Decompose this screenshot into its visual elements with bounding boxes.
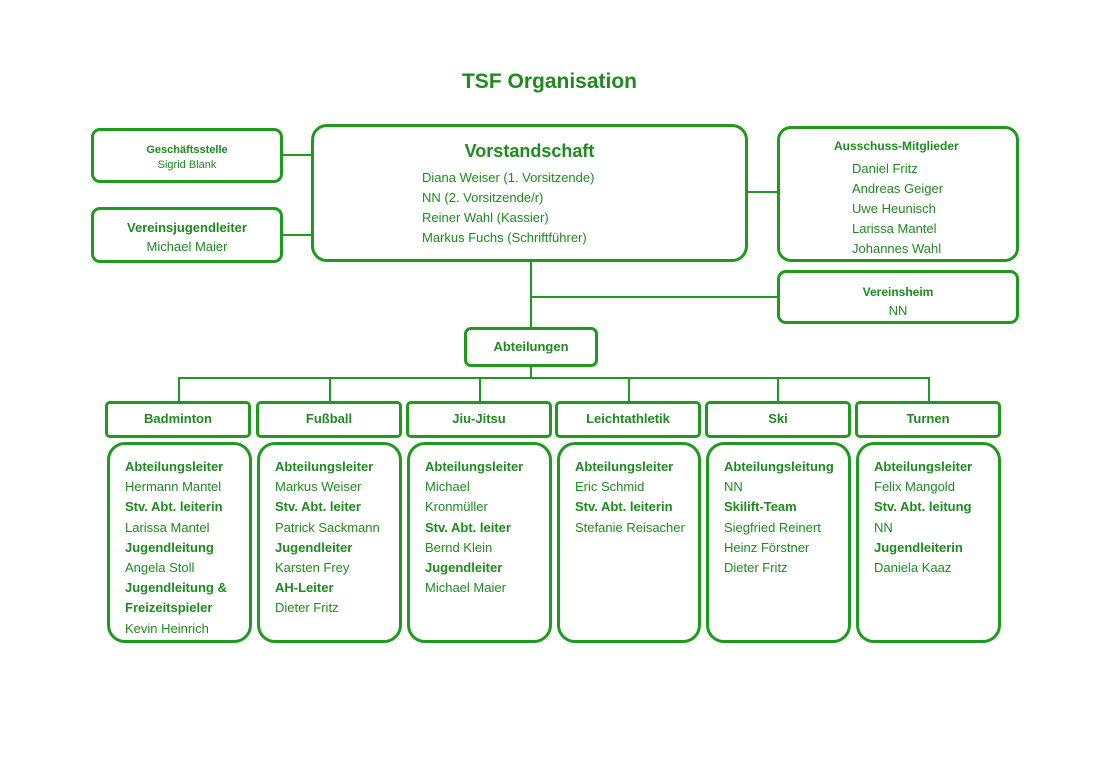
dept-line: Abteilungsleiter [275,459,374,474]
dept-line: Patrick Sackmann [275,519,380,535]
vorstandschaft-member: Diana Weiser (1. Vorsitzende) [422,170,595,185]
dept-details-leichtathletik: Abteilungsleiter Eric Schmid Stv. Abt. l… [557,442,701,643]
dept-name: Leichtathletik [586,411,670,426]
dept-details-ski: Abteilungsleitung NN Skilift-Team Siegfr… [706,442,851,643]
dept-line: Michael [425,479,470,495]
dept-line: AH-Leiter [275,580,334,596]
connector-dept-2 [329,377,331,402]
vorstandschaft-heading: Vorstandschaft [464,141,595,161]
dept-line: Jugendleiter [425,560,503,576]
dept-name: Fußball [305,411,353,426]
connector-vereinsjugendleiter [281,234,313,236]
dept-line: NN [874,519,893,535]
dept-line: Angela Stoll [125,560,195,576]
dept-header-turnen: Turnen [855,401,1001,438]
connector-geschaeftsstelle [281,154,313,156]
connector-ausschuss [746,191,780,193]
dept-details-turnen: Abteilungsleiter Felix Mangold Stv. Abt.… [856,442,1001,643]
dept-line: Hermann Mantel [125,479,222,495]
ausschuss-member: Johannes Wahl [852,241,942,256]
dept-line: Michael Maier [425,580,506,596]
dept-line: Abteilungsleiter [575,459,674,474]
dept-line: Jugendleiter [275,539,353,555]
abteilungen-box: Abteilungen [464,327,598,367]
dept-line: Stv. Abt. leiter [275,499,361,515]
dept-header-fussball: Fußball [256,401,402,438]
dept-line: Stv. Abt. leiter [425,519,511,535]
connector-dept-3 [479,377,481,402]
vorstandschaft-box: Vorstandschaft Diana Weiser (1. Vorsitze… [311,124,748,262]
dept-details-badminton: Abteilungsleiter Hermann Mantel Stv. Abt… [107,442,252,643]
dept-line: Stefanie Reisacher [575,519,685,535]
dept-line: Jugendleitung [125,539,214,555]
ausschuss-members: Daniel Fritz Andreas Geiger Uwe Heunisch… [852,159,943,259]
vereinsheim-name: NN [888,303,908,318]
connector-vorstand-down [530,260,532,328]
connector-dept-4 [628,377,630,402]
dept-line: Dieter Fritz [275,600,339,616]
geschaeftsstelle-box: Geschäftsstelle Sigrid Blank [91,128,283,183]
ausschuss-member: Andreas Geiger [852,181,944,196]
dept-line: Stv. Abt. leiterin [575,499,673,515]
dept-name: Turnen [906,411,950,426]
vorstandschaft-member: Reiner Wahl (Kassier) [422,210,549,225]
ausschuss-heading: Ausschuss-Mitglieder [834,139,959,153]
dept-line: Skilift-Team [724,499,797,515]
dept-line: Karsten Frey [275,560,350,576]
dept-line: Abteilungsleiter [425,459,524,474]
dept-line: Felix Mangold [874,479,955,495]
dept-line: Stv. Abt. leitung [874,499,972,515]
connector-vereinsheim [530,296,779,298]
page-title: TSF Organisation [461,70,637,93]
dept-line: Eric Schmid [575,479,645,495]
ausschuss-box: Ausschuss-Mitglieder Daniel Fritz Andrea… [777,126,1019,262]
vereinsheim-heading: Vereinsheim [862,285,934,299]
vorstandschaft-members: Diana Weiser (1. Vorsitzende) NN (2. Vor… [422,168,594,248]
ausschuss-member: Daniel Fritz [852,161,918,176]
connector-dept-5 [777,377,779,402]
dept-header-jiu-jitsu: Jiu-Jitsu [406,401,552,438]
abteilungen-heading: Abteilungen [493,339,569,354]
dept-name: Jiu-Jitsu [452,411,506,426]
dept-line: Larissa Mantel [125,519,210,535]
vereinsheim-box: Vereinsheim NN [777,270,1019,324]
dept-header-ski: Ski [705,401,851,438]
dept-line: NN [724,479,743,495]
vereinsjugendleiter-box: Vereinsjugendleiter Michael Maier [91,207,283,263]
dept-details-fussball: Abteilungsleiter Markus Weiser Stv. Abt.… [257,442,402,643]
dept-line: Dieter Fritz [724,560,788,576]
ausschuss-member: Uwe Heunisch [852,201,936,216]
vereinsjugendleiter-name: Michael Maier [146,239,228,254]
vorstandschaft-member: NN (2. Vorsitzende/r) [422,190,544,205]
dept-line: Heinz Förstner [724,539,810,555]
dept-line: Jugendleitung & [125,580,227,596]
connector-departments-bar [178,377,930,379]
vorstandschaft-member: Markus Fuchs (Schriftführer) [422,230,587,245]
dept-line: Abteilungsleitung [724,459,834,474]
dept-line: Freizeitspieler [125,600,213,616]
dept-line: Bernd Klein [425,539,493,555]
dept-line: Abteilungsleiter [874,459,973,474]
dept-line: Jugendleiterin [874,539,963,555]
dept-line: Siegfried Reinert [724,519,821,535]
connector-abteilungen-down [530,364,532,378]
dept-name: Badminton [144,411,212,426]
dept-name: Ski [768,411,788,426]
ausschuss-member: Larissa Mantel [852,221,937,236]
dept-line: Markus Weiser [275,479,362,495]
vereinsjugendleiter-heading: Vereinsjugendleiter [127,220,247,235]
dept-line: Abteilungsleiter [125,459,224,474]
dept-line: Kronmüller [425,499,488,515]
connector-dept-6 [928,377,930,402]
dept-details-jiu-jitsu: Abteilungsleiter Michael Kronmüller Stv.… [407,442,552,643]
dept-header-leichtathletik: Leichtathletik [555,401,701,438]
dept-line: Daniela Kaaz [874,560,952,576]
connector-dept-1 [178,377,180,402]
geschaeftsstelle-heading: Geschäftsstelle [146,144,228,156]
dept-line: Stv. Abt. leiterin [125,499,223,515]
geschaeftsstelle-name: Sigrid Blank [157,159,217,171]
dept-line: Kevin Heinrich [125,620,209,636]
dept-header-badminton: Badminton [105,401,251,438]
